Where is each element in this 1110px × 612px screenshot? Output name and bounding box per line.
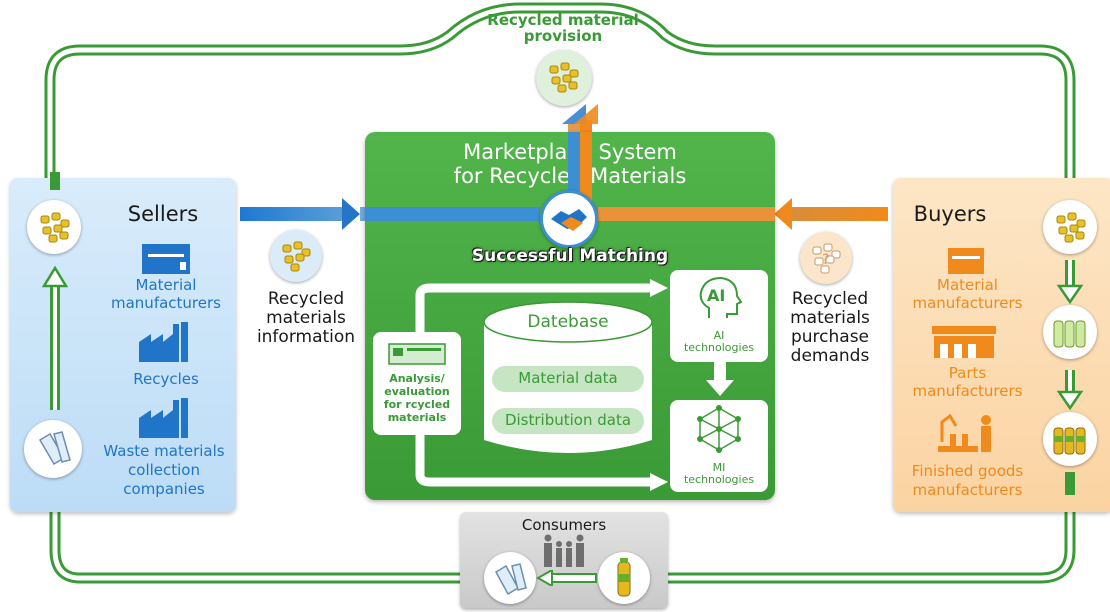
drink-bottle-icon bbox=[598, 552, 650, 604]
factory-icon bbox=[142, 244, 190, 274]
warehouse-icon bbox=[932, 326, 996, 358]
successful-matching-label: Successful Matching bbox=[471, 246, 669, 266]
sellers-title: Sellers bbox=[127, 202, 199, 226]
buyers-item-parts-manufacturers: Parts manufacturers bbox=[912, 364, 1023, 400]
buyers-item-finished-goods: Finished goods manufacturers bbox=[911, 462, 1024, 499]
pellets-icon bbox=[536, 50, 592, 106]
filled-bottles-icon bbox=[1043, 412, 1097, 466]
factory-icon bbox=[139, 398, 188, 438]
analyzer-machine-icon bbox=[388, 343, 446, 365]
buyers-item-material-manufacturers: Material manufacturers bbox=[912, 276, 1023, 312]
purchase-demands-label: Recycled materials purchase demands bbox=[790, 289, 870, 366]
pellets-icon bbox=[270, 230, 322, 282]
assembly-line-icon bbox=[938, 413, 991, 452]
svg-text:?: ? bbox=[822, 252, 829, 268]
database-row-distribution: Distribution data bbox=[504, 411, 632, 429]
database-icon bbox=[483, 301, 653, 453]
empty-bottles-icon bbox=[1043, 305, 1097, 359]
sellers-item-material-manufacturers: Material manufacturers bbox=[111, 276, 221, 312]
sellers-item-recycles: Recycles bbox=[133, 370, 199, 388]
pellets-question-icon: ? bbox=[800, 232, 852, 284]
database-title: Datebase bbox=[527, 312, 609, 332]
database-row-material: Material data bbox=[518, 369, 618, 387]
ai-head-icon bbox=[699, 276, 743, 318]
recycled-materials-information-label: Recycled materials information bbox=[256, 289, 356, 347]
family-icon bbox=[544, 534, 584, 567]
ai-badge: AI bbox=[707, 286, 726, 305]
network-icon bbox=[697, 405, 741, 453]
handshake-icon bbox=[540, 190, 598, 248]
consumers-title: Consumers bbox=[521, 516, 607, 534]
factory-icon bbox=[948, 248, 984, 274]
pellets-icon bbox=[27, 200, 81, 254]
analysis-label: Analysis/ evaluation for rcycled materia… bbox=[383, 372, 451, 424]
provision-label: Recycled material provision bbox=[487, 11, 639, 45]
ai-box bbox=[670, 270, 768, 362]
mi-technologies-label: MI technologies bbox=[683, 461, 755, 486]
bottles-waste-icon bbox=[24, 420, 82, 478]
pellets-icon bbox=[1043, 200, 1097, 254]
sellers-item-waste-collection: Waste materials collection companies bbox=[103, 442, 225, 498]
buyers-title: Buyers bbox=[913, 202, 987, 226]
ai-technologies-label: AI technologies bbox=[683, 329, 755, 354]
left-arrow-icon bbox=[536, 570, 597, 586]
bottles-waste-icon bbox=[484, 552, 536, 604]
factory-icon bbox=[139, 322, 188, 362]
